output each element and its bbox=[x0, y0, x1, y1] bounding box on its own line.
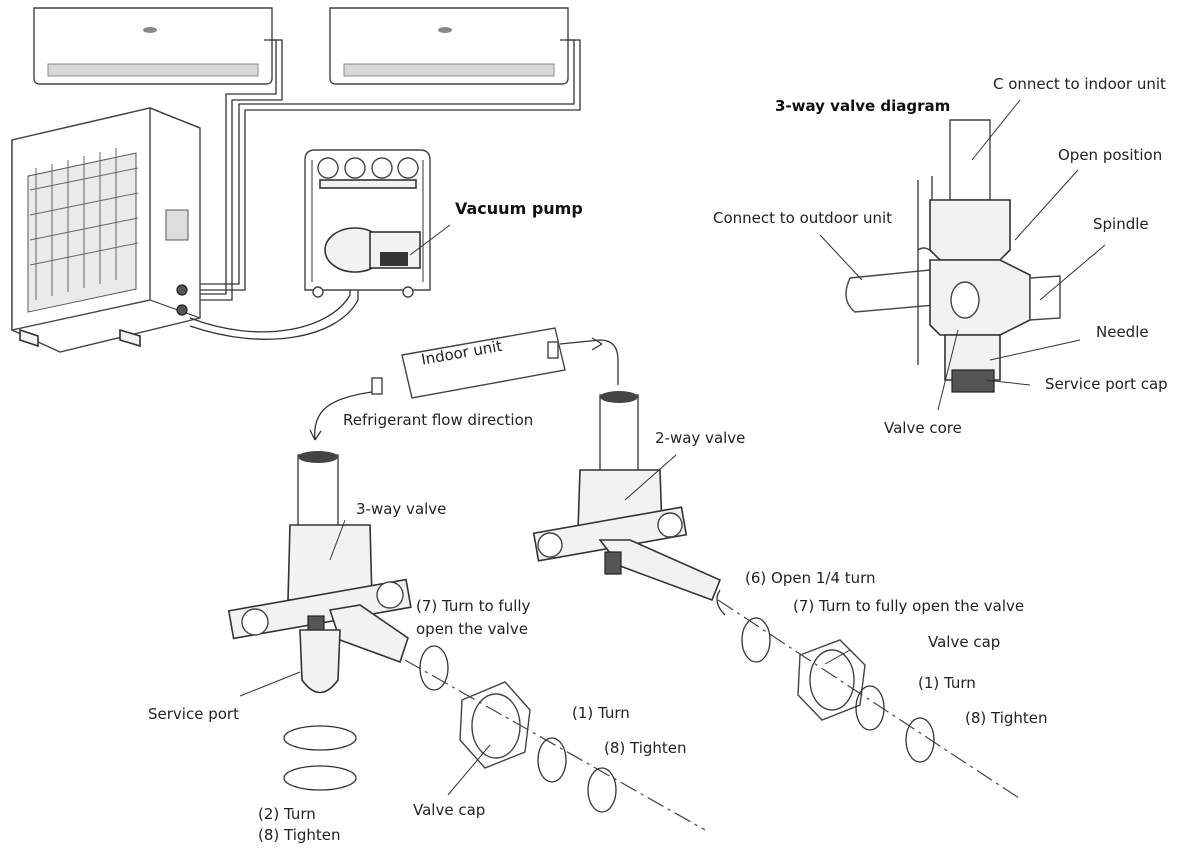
valve-cap-left-art bbox=[459, 681, 531, 769]
valve-cap-left-label: Valve cap bbox=[413, 801, 486, 819]
vacuum-pump-body bbox=[304, 149, 431, 298]
valve-cap-right-label: Valve cap bbox=[928, 633, 1001, 651]
service-port-cap-label: Service port cap bbox=[1045, 375, 1168, 393]
outdoor-unit bbox=[11, 107, 201, 353]
vacuum-pump-label: Vacuum pump bbox=[455, 199, 583, 218]
cross-section-leaders bbox=[819, 99, 1106, 411]
axis-right bbox=[717, 599, 1023, 801]
refrigerant-piping bbox=[196, 39, 581, 301]
refrigerant-flow-label: Refrigerant flow direction bbox=[343, 411, 534, 429]
tighten-8-left-label: (8) Tighten bbox=[604, 739, 687, 757]
indoor-unit-left bbox=[33, 7, 273, 85]
turn-fully-open-left-label-1: (7) Turn to fully bbox=[416, 597, 531, 615]
valve-core-label: Valve core bbox=[884, 419, 962, 437]
axis-left bbox=[404, 659, 706, 831]
tighten-8-right-label: (8) Tighten bbox=[965, 709, 1048, 727]
connect-indoor-label: C onnect to indoor unit bbox=[993, 75, 1166, 93]
two-way-valve-label: 2-way valve bbox=[655, 429, 746, 447]
connect-outdoor-label: Connect to outdoor unit bbox=[713, 209, 893, 227]
valve-cross-section bbox=[845, 119, 1061, 393]
spindle-label: Spindle bbox=[1093, 215, 1149, 233]
turn-1-right-label: (1) Turn bbox=[918, 674, 976, 692]
diagram-title: 3-way valve diagram bbox=[775, 97, 951, 115]
service-port-label: Service port bbox=[148, 705, 239, 723]
three-way-valve-label: 3-way valve bbox=[356, 500, 447, 518]
needle-label: Needle bbox=[1096, 323, 1149, 341]
turn-fully-open-left-label-2: open the valve bbox=[416, 620, 528, 638]
turn-fully-open-right-label: (7) Turn to fully open the valve bbox=[793, 597, 1025, 615]
main-leaders bbox=[239, 224, 851, 796]
vacuum-hose bbox=[189, 235, 351, 333]
three-way-valve-art bbox=[227, 451, 412, 694]
indoor-unit-box bbox=[309, 327, 619, 441]
open-position-label: Open position bbox=[1058, 146, 1163, 164]
valve-cap-right-art bbox=[797, 639, 866, 721]
rotation-arrows bbox=[283, 589, 935, 813]
tighten-8-bottom-label: (8) Tighten bbox=[258, 826, 341, 844]
turn-1-left-label: (1) Turn bbox=[572, 704, 630, 722]
two-way-valve-art bbox=[532, 391, 722, 602]
turn-2-label: (2) Turn bbox=[258, 805, 316, 823]
indoor-unit-right bbox=[329, 7, 569, 85]
open-quarter-turn-label: (6) Open 1/4 turn bbox=[745, 569, 876, 587]
